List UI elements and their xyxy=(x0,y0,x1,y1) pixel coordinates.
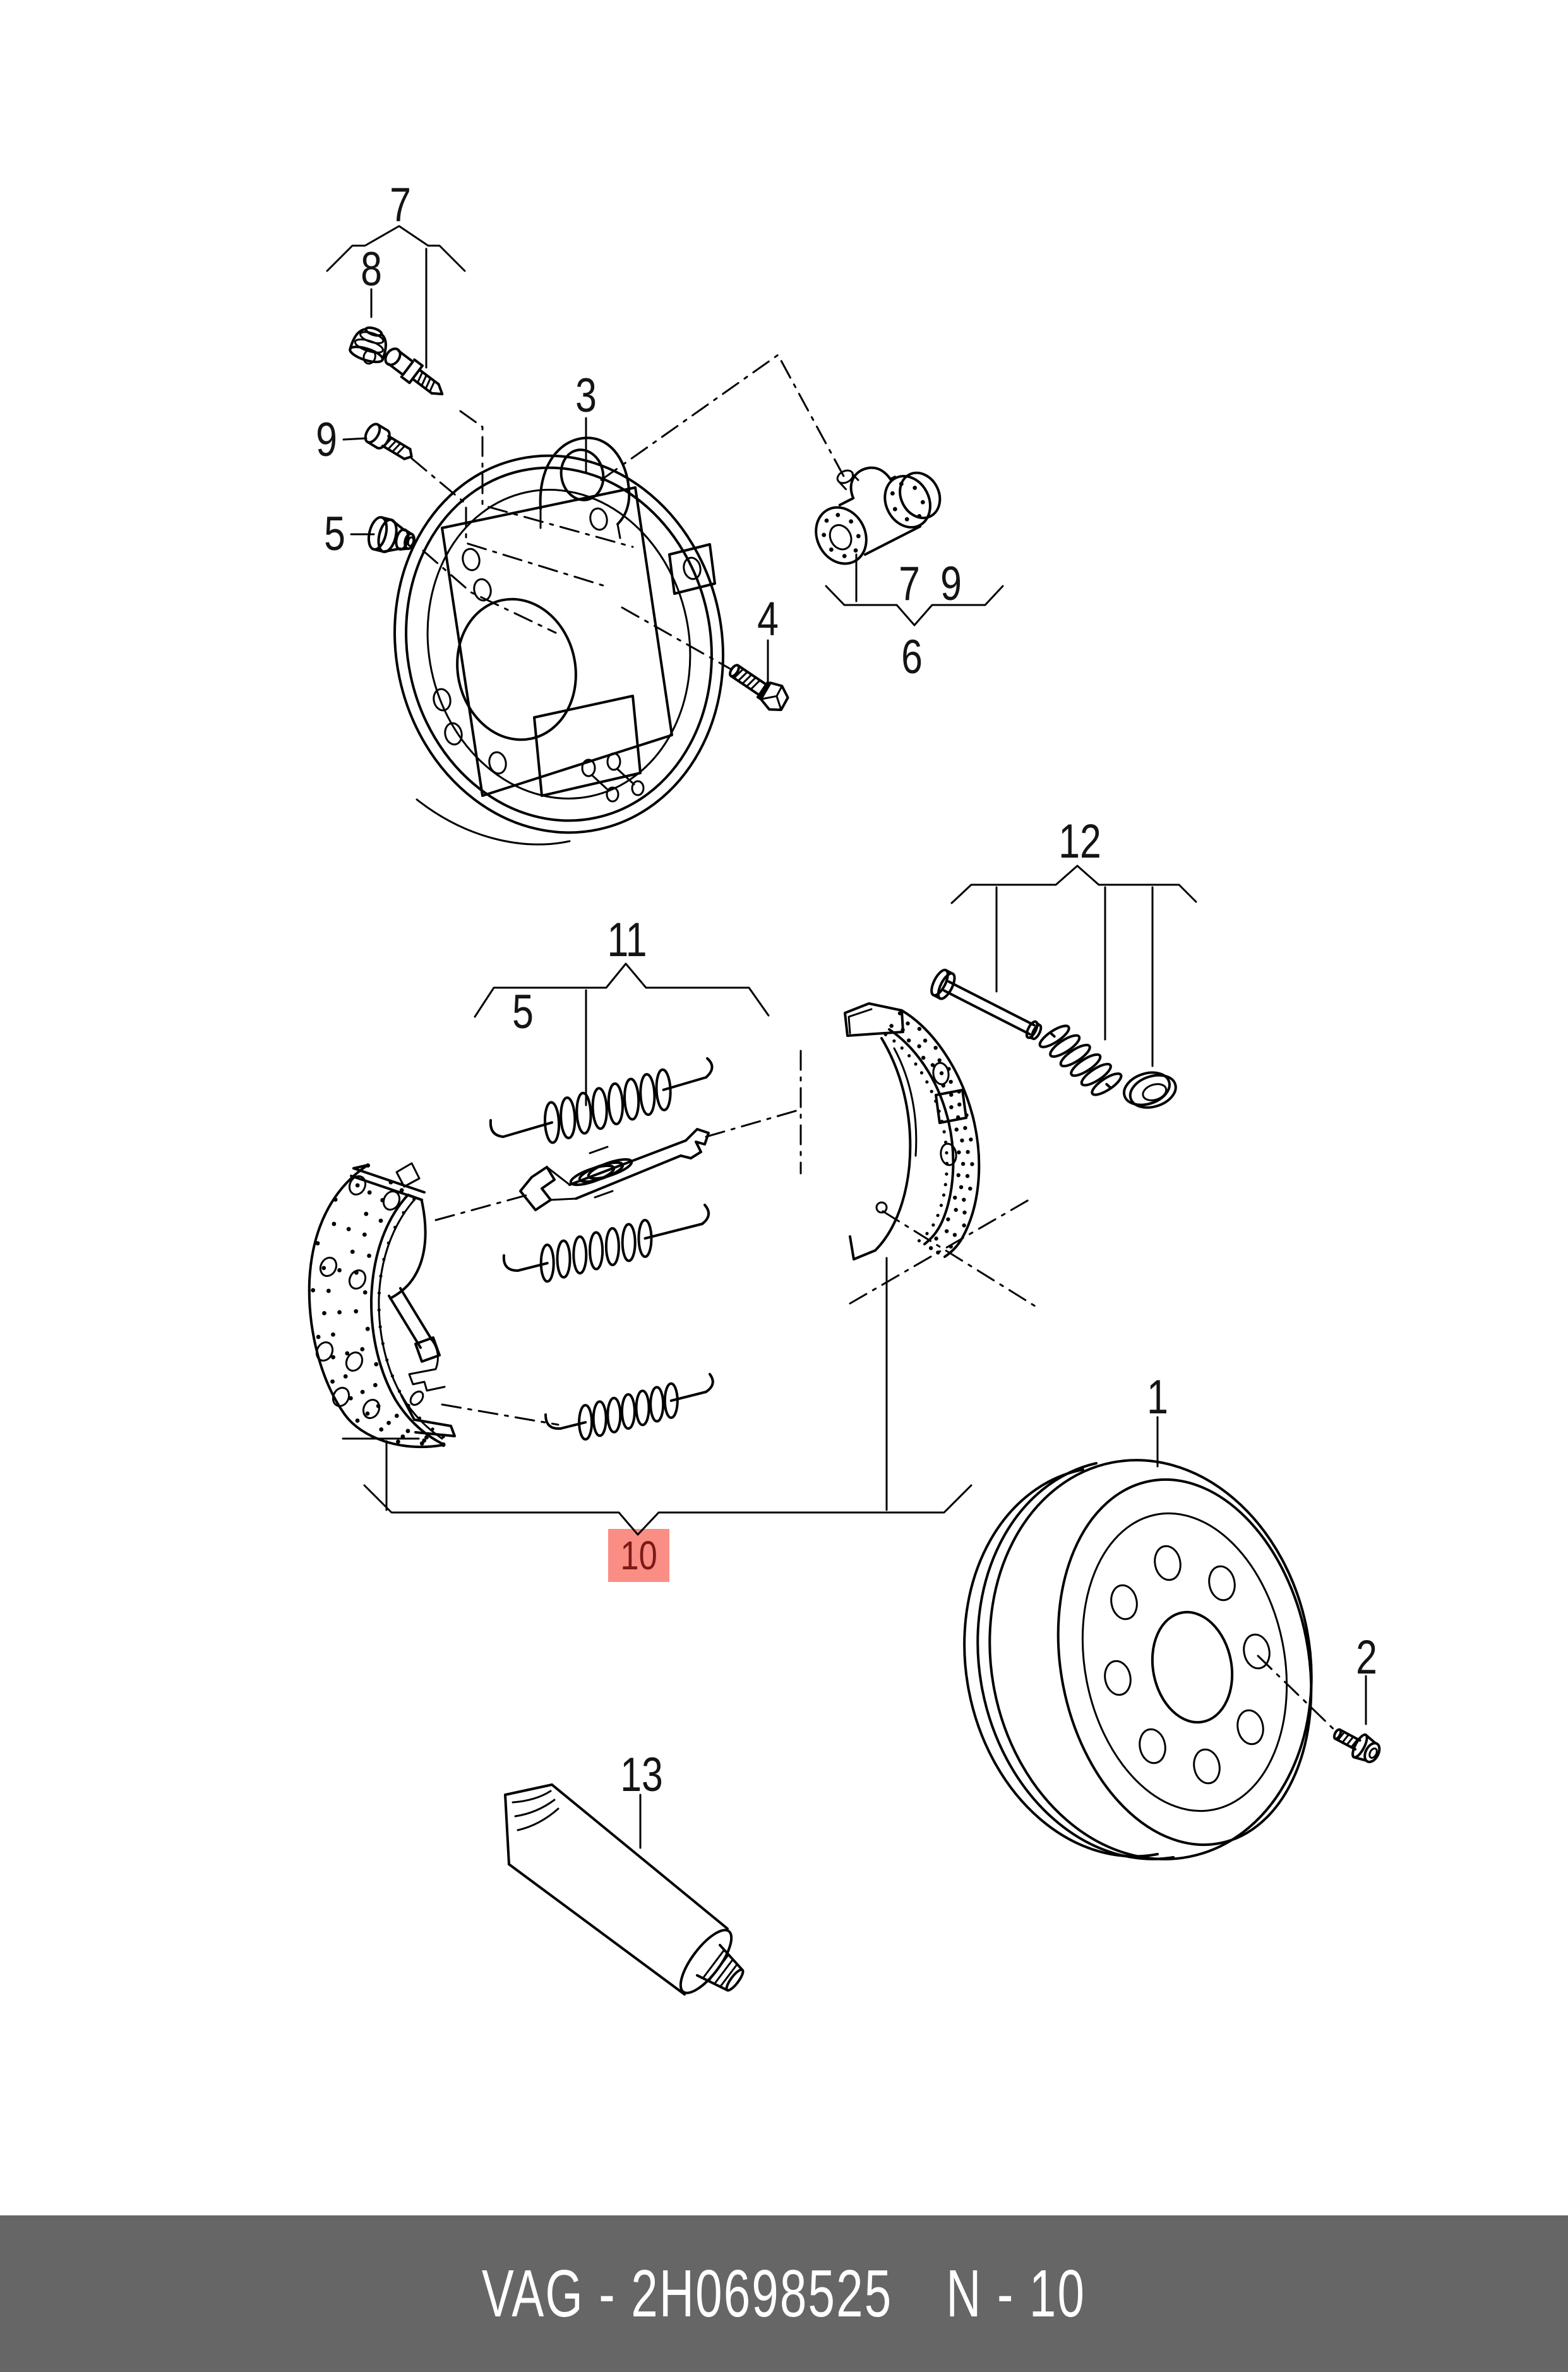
bracket-group-6 xyxy=(825,585,1004,626)
highlighted-callout-10[interactable]: 10 xyxy=(608,1529,669,1582)
bracket-group-11 xyxy=(474,962,770,1018)
spring-retainer-cup xyxy=(1123,1071,1177,1109)
adjuster xyxy=(519,1128,710,1211)
cylinder-screw xyxy=(364,422,413,460)
bracket-group-10 xyxy=(363,1484,973,1536)
tube-nozzle xyxy=(695,1944,745,1992)
coil-spring xyxy=(1038,1024,1123,1096)
callout-brackets xyxy=(326,225,1367,1849)
footer-bar: VAG - 2H0698525 N - 10 xyxy=(0,2215,1568,2372)
wheel-cylinder xyxy=(815,466,942,565)
drum-holes xyxy=(1104,1545,1271,1785)
bleeder-valve xyxy=(384,347,444,395)
footer-page-code: N - 10 xyxy=(946,2256,1086,2331)
callout-2[interactable]: 2 xyxy=(1356,1631,1377,1684)
callout-10-label[interactable]: 10 xyxy=(620,1533,657,1578)
callout-numbers: 7 8 9 5 3 4 7 9 6 11 5 12 1 2 13 xyxy=(316,178,1377,1802)
callout-3[interactable]: 3 xyxy=(575,369,597,422)
callout-7-top[interactable]: 7 xyxy=(390,178,411,232)
dust-cap xyxy=(349,326,387,365)
lining-dots xyxy=(883,1011,974,1255)
footer-text: VAG - 2H0698525 N - 10 xyxy=(482,2256,1086,2332)
brake-shoe-left xyxy=(308,1162,456,1449)
grease-tube xyxy=(504,1783,745,1996)
callout-8[interactable]: 8 xyxy=(361,243,382,296)
callout-13[interactable]: 13 xyxy=(620,1748,663,1802)
callout-6[interactable]: 6 xyxy=(901,630,923,684)
hold-down-pin xyxy=(930,968,1043,1041)
bracket-group-7 xyxy=(326,225,466,272)
brake-drum xyxy=(963,1459,1313,1860)
mounting-nut xyxy=(367,516,416,553)
callout-5-springs[interactable]: 5 xyxy=(512,985,534,1039)
lining-dots xyxy=(311,1163,446,1447)
coil-spring xyxy=(489,1057,714,1144)
callout-9-cylinder[interactable]: 9 xyxy=(940,557,962,611)
footer-part-number: VAG - 2H0698525 xyxy=(482,2256,893,2331)
bracket-group-12 xyxy=(950,865,1197,904)
brake-shoe-right xyxy=(844,1002,981,1261)
callout-11[interactable]: 11 xyxy=(607,913,647,967)
coil-spring xyxy=(544,1373,714,1441)
callout-5-top[interactable]: 5 xyxy=(324,507,345,561)
projection-lines xyxy=(410,354,1339,1734)
left-shoe-holes xyxy=(315,1175,401,1420)
callout-12[interactable]: 12 xyxy=(1058,815,1101,868)
coil-spring xyxy=(502,1204,710,1283)
callout-4[interactable]: 4 xyxy=(757,592,779,646)
leader-9a xyxy=(342,437,368,441)
backing-plate xyxy=(393,436,724,846)
callout-1[interactable]: 1 xyxy=(1147,1370,1168,1424)
callout-9-top[interactable]: 9 xyxy=(316,413,337,467)
hex-bolt xyxy=(729,664,789,711)
backing-plate-holes xyxy=(433,507,608,775)
callout-7-cylinder[interactable]: 7 xyxy=(899,557,920,611)
springs-and-texture xyxy=(311,1011,1123,1447)
drum-screw xyxy=(1332,1728,1381,1763)
